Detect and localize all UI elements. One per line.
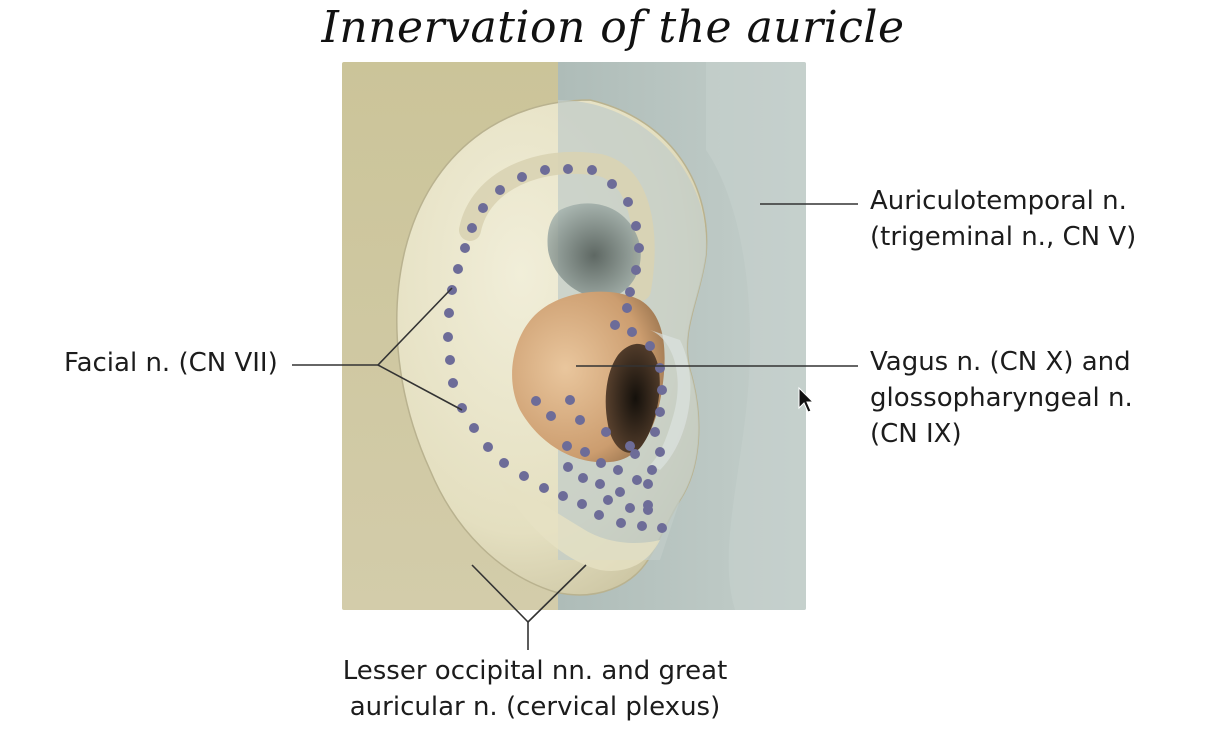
label-auriculotemporal-line-2: (trigeminal n., CN V) (870, 222, 1137, 252)
innervation-dot (634, 243, 644, 253)
innervation-dot (595, 479, 605, 489)
innervation-dot (643, 505, 653, 515)
innervation-dot (596, 458, 606, 468)
label-facial-nerve: Facial n. (CN VII) (64, 345, 278, 381)
leader-lines (292, 203, 858, 650)
innervation-dot (467, 223, 477, 233)
innervation-dot (558, 491, 568, 501)
innervation-dot (469, 423, 479, 433)
innervation-dot (627, 327, 637, 337)
innervation-dot (655, 447, 665, 457)
innervation-dot (495, 185, 505, 195)
innervation-dot (444, 308, 454, 318)
innervation-dot (539, 483, 549, 493)
mouse-pointer-icon (798, 386, 815, 413)
innervation-dot (615, 487, 625, 497)
innervation-dot (630, 449, 640, 459)
innervation-dot (657, 523, 667, 533)
label-lesser-line-1: Lesser occipital nn. and great (342, 656, 728, 686)
label-vagus-line-3: (CN IX) (870, 419, 962, 449)
triangular-fossa (547, 203, 641, 299)
innervation-dot (603, 495, 613, 505)
innervation-dots (443, 164, 667, 533)
innervation-dot (563, 462, 573, 472)
innervation-dot (546, 411, 556, 421)
lesser-leader-left (471, 564, 529, 623)
facial-leader-upper (377, 287, 453, 366)
innervation-dot (623, 197, 633, 207)
innervation-dot (645, 341, 655, 351)
innervation-dot (445, 355, 455, 365)
innervation-dot (453, 264, 463, 274)
innervation-dot (657, 385, 667, 395)
innervation-dot (580, 447, 590, 457)
face-skin (706, 62, 806, 610)
innervation-dot (565, 395, 575, 405)
innervation-dot (643, 479, 653, 489)
innervation-dot (625, 287, 635, 297)
innervation-dot (655, 407, 665, 417)
innervation-dot (650, 427, 660, 437)
tragus (650, 330, 691, 470)
label-auriculotemporal-nerve: Auriculotemporal n. (trigeminal n., CN V… (870, 183, 1136, 255)
innervation-dot (540, 165, 550, 175)
label-auriculotemporal-line-1: Auriculotemporal n. (870, 186, 1127, 216)
innervation-dot (594, 510, 604, 520)
innervation-dot (443, 332, 453, 342)
innervation-dot (637, 521, 647, 531)
innervation-dot (610, 320, 620, 330)
innervation-dot (625, 503, 635, 513)
label-facial-line-1: Facial n. (CN VII) (64, 348, 278, 378)
innervation-dot (625, 441, 635, 451)
facial-leader-lower (377, 364, 463, 411)
innervation-dot (577, 499, 587, 509)
antihelix (459, 151, 655, 301)
innervation-dot (616, 518, 626, 528)
label-lesser-occipital-great-auricular: Lesser occipital nn. and great auricular… (300, 653, 770, 725)
label-vagus-glossopharyngeal: Vagus n. (CN X) and glossopharyngeal n. … (870, 344, 1133, 452)
innervation-dot (563, 164, 573, 174)
lesser-leader-right (527, 564, 587, 623)
innervation-dot (562, 441, 572, 451)
innervation-dot (655, 363, 665, 373)
innervation-dot (632, 475, 642, 485)
label-vagus-line-1: Vagus n. (CN X) and (870, 347, 1131, 377)
innervation-dot (622, 303, 632, 313)
innervation-dot (578, 473, 588, 483)
label-vagus-line-2: glossopharyngeal n. (870, 383, 1133, 413)
innervation-dot (587, 165, 597, 175)
innervation-dot (601, 427, 611, 437)
label-lesser-line-2: auricular n. (cervical plexus) (349, 692, 721, 722)
innervation-dot (457, 403, 467, 413)
innervation-dot (575, 415, 585, 425)
innervation-dot (647, 465, 657, 475)
innervation-dot (519, 471, 529, 481)
innervation-dot (478, 203, 488, 213)
innervation-dot (499, 458, 509, 468)
ear-canal (605, 343, 660, 453)
innervation-dot (460, 243, 470, 253)
innervation-dot (517, 172, 527, 182)
innervation-dot (613, 465, 623, 475)
innervation-dot (531, 396, 541, 406)
innervation-dot (607, 179, 617, 189)
innervation-dot (483, 442, 493, 452)
innervation-dot (631, 265, 641, 275)
lobule (500, 480, 660, 571)
innervation-dot (448, 378, 458, 388)
diagram-title: Innervation of the auricle (321, 2, 905, 53)
innervation-dot (447, 285, 457, 295)
innervation-dot (631, 221, 641, 231)
